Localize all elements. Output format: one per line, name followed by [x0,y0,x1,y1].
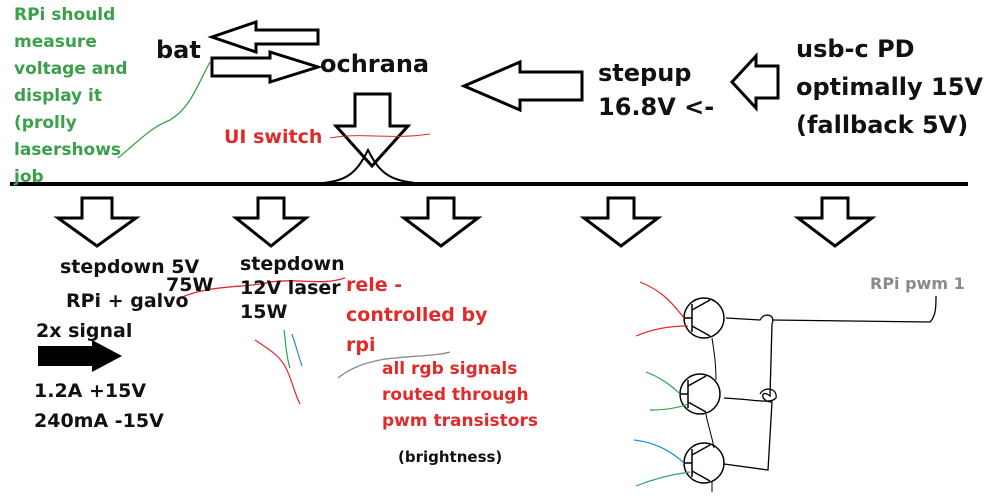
down-arrow-5 [793,196,877,248]
arrow-usbc-to-stepup [729,52,780,112]
emitter-2 [705,413,715,449]
stepdown-12v-label: stepdown 12V laser 15W [240,253,345,323]
t1-wire-red2 [635,325,689,337]
rpi-galvo-label: RPi + galvo [66,290,189,312]
arrow-ochrana-down [332,92,412,169]
pwm-link [771,295,937,323]
brightness-label: (brightness) [398,448,503,466]
rpi-pwm-label: RPi pwm 1 [870,274,965,293]
transistor-1 [683,297,725,339]
laser-wire-red [254,339,301,405]
arrow-to-bat [207,19,320,55]
t1-wire-red [639,281,685,319]
down-arrow-2 [231,196,311,248]
green-note-line [117,61,211,159]
t2-wire-green [645,371,681,395]
rpi-measure-note: RPi should measure voltage and display i… [14,5,128,187]
ui-switch-label: UI switch [224,126,323,148]
gray-wire [337,351,451,379]
arrow-stepup-to-ochrana [460,59,584,113]
down-arrow-3 [399,196,483,248]
arrow-to-ochrana [210,49,324,85]
usbc-label: usb-c PD optimally 15V (fallback 5V) [796,35,983,139]
laser-wire-blue [291,333,303,367]
signal-arrow [38,340,122,372]
stepdown-5v-label: stepdown 5V [60,256,200,278]
stepdown-5v-power: 75W [166,274,214,296]
down-arrows [53,196,877,248]
emitter-1 [711,337,717,381]
down-arrow-1 [53,196,141,248]
down-arrow-4 [579,196,663,248]
t2-wire-green2 [649,403,689,411]
rgb-signals-label: all rgb signals routed through pwm trans… [382,359,538,431]
red-connector [179,277,346,299]
laser-wire-green [283,329,291,369]
rele-label: rele - controlled by rpi [346,274,488,356]
ochrana-label: ochrana [320,50,430,78]
t3-wire-teal [635,471,691,487]
pwm-bus [723,314,774,471]
transistor-3 [683,442,725,484]
bat-label: bat [156,36,201,64]
signal-label: 2x signal [36,320,133,342]
pwm-loop-2 [723,388,777,402]
ui-switch-flare [311,147,429,185]
ui-switch-line [329,133,431,139]
stepup-label: stepup 16.8V <- [598,59,715,121]
transistor-2 [679,373,721,415]
t3-wire-blue [633,439,685,464]
galvo-output-label: 1.2A +15V 240mA -15V [34,380,164,432]
